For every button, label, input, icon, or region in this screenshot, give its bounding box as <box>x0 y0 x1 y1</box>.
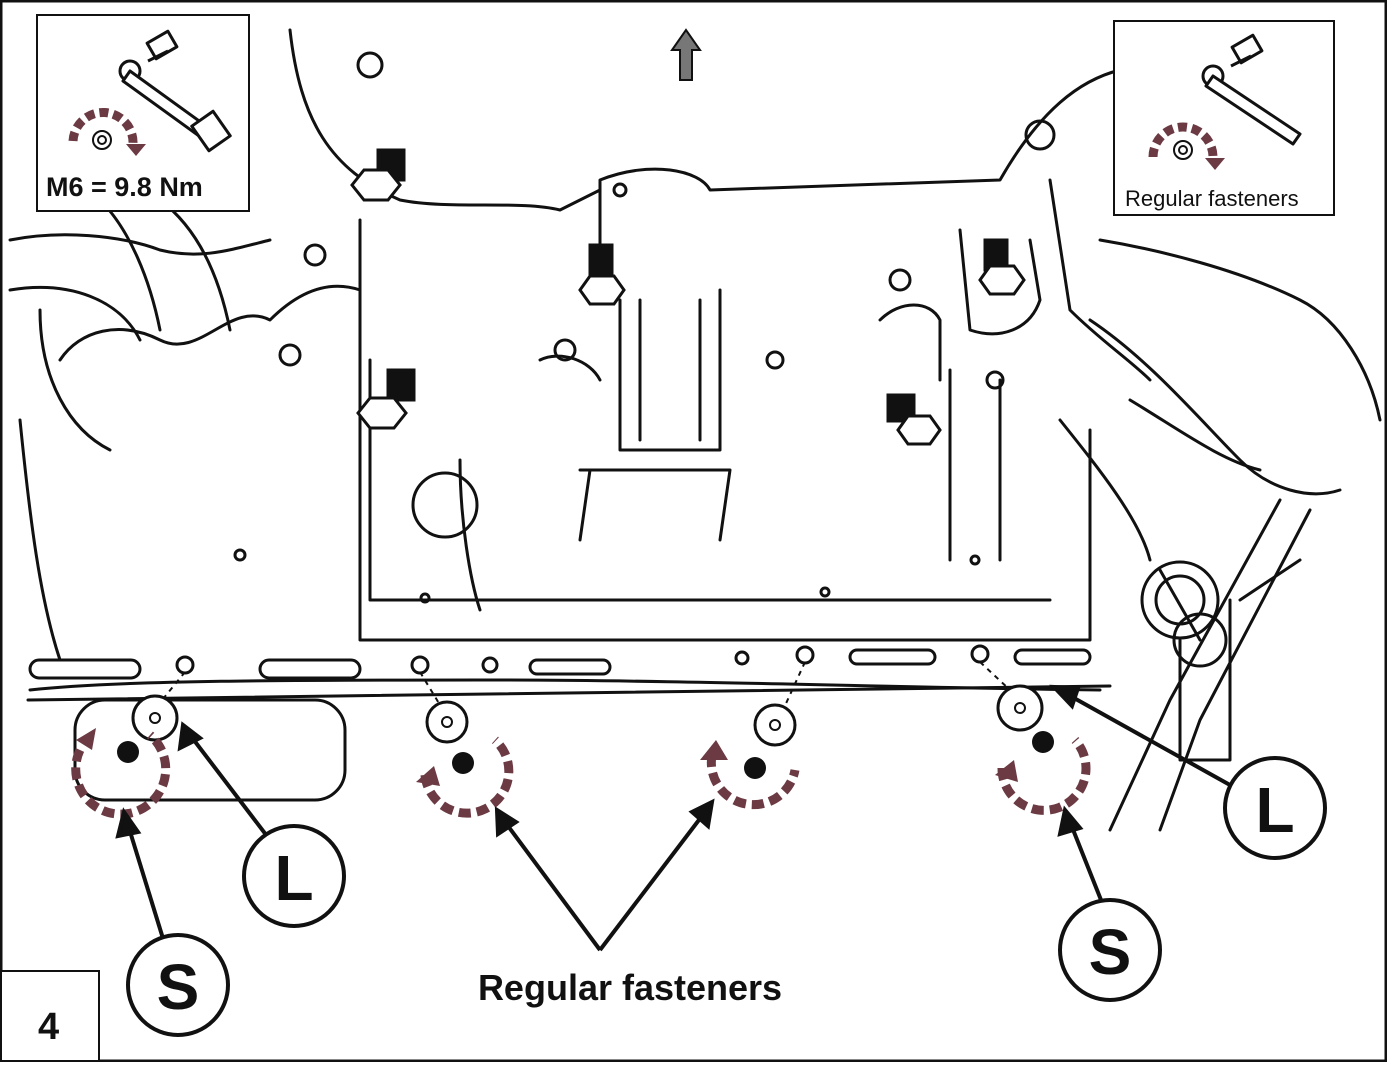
lower-fasteners <box>71 661 1091 819</box>
callout-circles <box>126 756 1327 1037</box>
bolt-icon <box>350 148 406 202</box>
fastener-left-l-s <box>71 671 186 819</box>
rotation-arrow-icon <box>71 731 171 819</box>
step-number-box: 4 <box>0 970 100 1062</box>
regular-fasteners-label: Regular fasteners <box>478 967 782 1008</box>
callout-letters: L S L S <box>157 774 1295 1023</box>
fastener-regular-1 <box>416 671 514 818</box>
fastener-regular-2 <box>700 661 806 810</box>
nut-icon <box>117 741 139 763</box>
fastener-right-l-s <box>979 661 1091 815</box>
regular-fasteners-box-label: Regular fasteners <box>1125 186 1299 211</box>
callout-l-left: L <box>274 842 313 914</box>
regular-fasteners-box: Regular fasteners <box>1113 20 1335 216</box>
callout-s-right: S <box>1089 916 1132 988</box>
underbody-panel <box>8 28 1382 832</box>
callout-l-right: L <box>1255 774 1294 846</box>
callout-s-left: S <box>157 951 200 1023</box>
nut-icon <box>744 757 766 779</box>
torque-spec-label: M6 = 9.8 Nm <box>46 172 203 202</box>
torque-wrench-icon <box>1148 33 1302 170</box>
step-number: 4 <box>38 1006 60 1048</box>
leader-arrows <box>115 684 1231 952</box>
rotation-arrow-icon <box>706 754 800 810</box>
nut-icon <box>452 752 474 774</box>
bolt-icon <box>978 238 1026 296</box>
torque-spec-box: M6 = 9.8 Nm <box>36 14 250 212</box>
nut-icon <box>1032 731 1054 753</box>
rotation-arrow-icon <box>420 736 514 818</box>
bolt-icon <box>578 243 626 306</box>
washer-icon <box>425 700 469 744</box>
direction-arrow-icon <box>670 28 702 81</box>
rotation-arrow-icon <box>68 107 146 156</box>
washer-icon <box>996 684 1044 732</box>
rotation-arrow-icon <box>1148 122 1225 170</box>
bolt-icon <box>886 393 942 446</box>
torque-wrench-icon <box>68 29 232 156</box>
washer-icon <box>131 694 179 742</box>
panel-bolts <box>350 148 1026 446</box>
bolt-icon <box>356 368 416 430</box>
cover-slots <box>28 51 1228 802</box>
rotation-arrow-icon <box>997 736 1091 815</box>
washer-icon <box>753 703 797 747</box>
